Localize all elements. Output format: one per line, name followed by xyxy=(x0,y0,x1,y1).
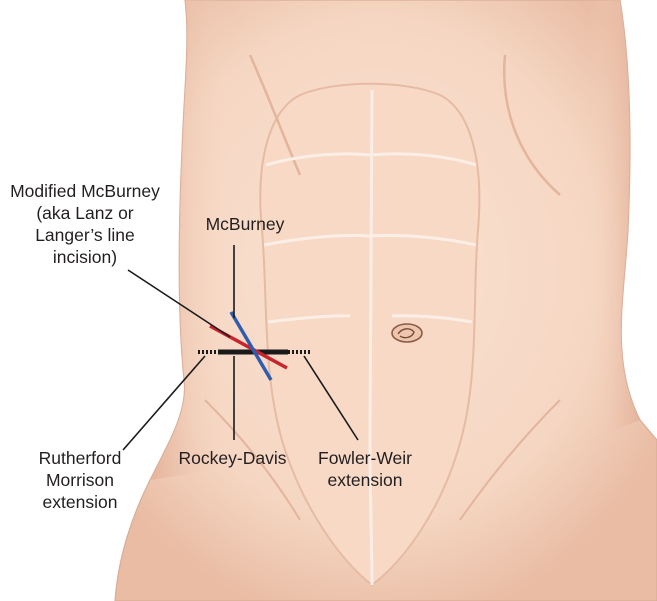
right-flank-shade xyxy=(588,0,640,440)
label-modified-mcburney: Modified McBurney (aka Lanz or Langer’s … xyxy=(0,180,170,268)
umbilicus xyxy=(392,324,422,342)
label-fowler-weir: Fowler-Weir extension xyxy=(310,447,420,491)
label-rutherford-morrison: Rutherford Morrison extension xyxy=(10,447,150,513)
linea-alba xyxy=(370,90,372,585)
label-rockey-davis: Rockey-Davis xyxy=(170,447,295,469)
label-mcburney: McBurney xyxy=(190,213,300,235)
